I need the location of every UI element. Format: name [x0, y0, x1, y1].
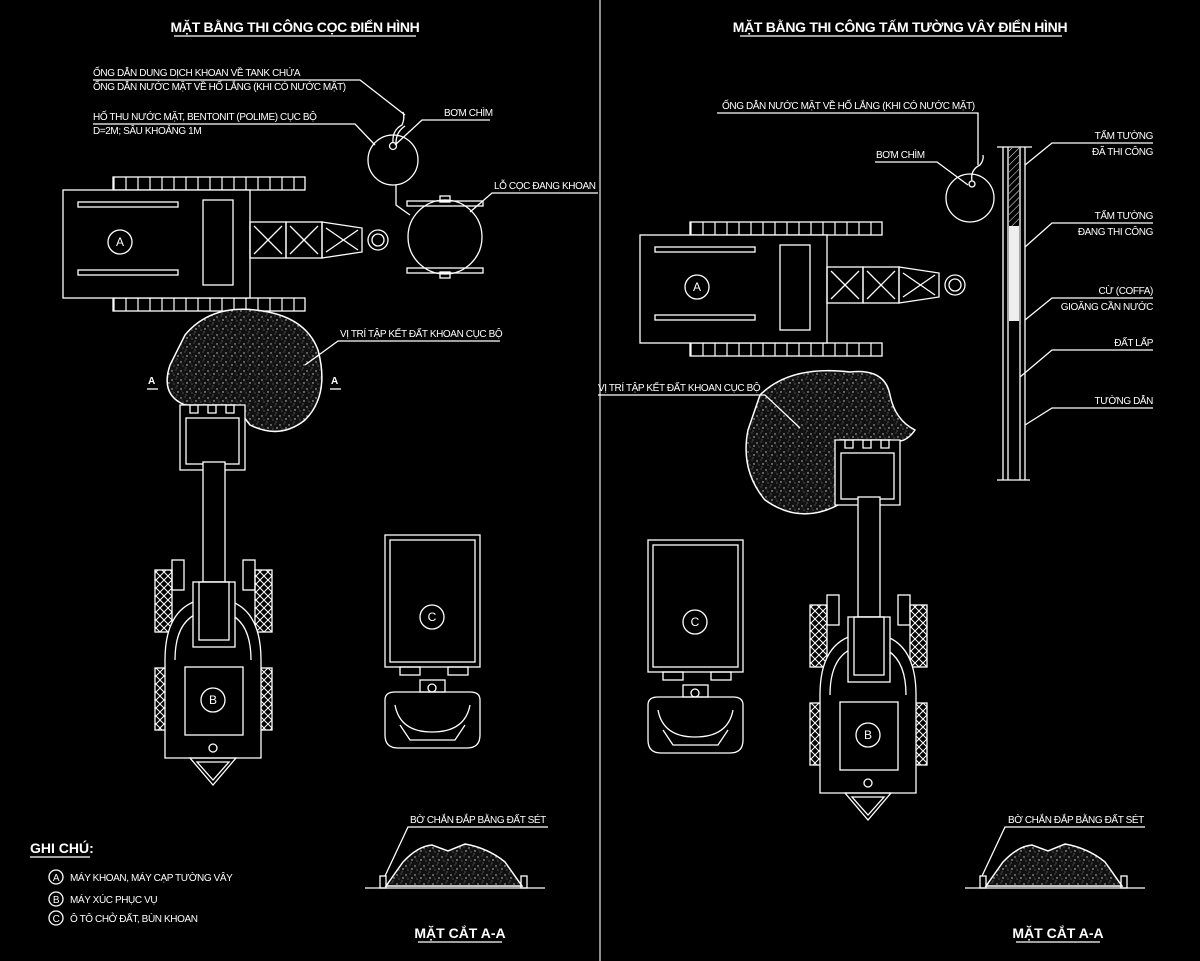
section-mound [964, 843, 1146, 889]
rig-marker: A [116, 235, 124, 249]
truck-marker: C [691, 615, 700, 629]
left-title: MẶT BẰNG THI CÔNG CỌC ĐIỂN HÌNH [171, 18, 420, 35]
section-title: MẶT CẮT A-A [1012, 924, 1103, 941]
section-mound [364, 843, 546, 889]
legend-item-b: MÁY XÚC PHỤC VỤ [70, 893, 157, 906]
excavator-marker: B [864, 728, 872, 742]
pipe-label-2: ỐNG DẪN NƯỚC MẶT VỀ HỐ LẮNG (KHI CÓ NƯỚC… [93, 79, 346, 93]
soil-label: VỊ TRÍ TẬP KẾT ĐẤT KHOAN CỤC BỘ [340, 327, 503, 340]
excavator-marker: B [209, 693, 217, 707]
right-panel: MẶT BẰNG THI CÔNG TẤM TƯỜNG VÂY ĐIỂN HÌN… [598, 18, 1154, 943]
dump-truck [384, 534, 481, 749]
right-title: MẶT BẰNG THI CÔNG TẤM TƯỜNG VÂY ĐIỂN HÌN… [733, 18, 1068, 35]
rig-marker: A [693, 280, 701, 294]
wall-label-1b: ĐÃ THI CÔNG [1092, 145, 1154, 158]
legend-marker-c: C [53, 914, 60, 925]
wall-label-2a: TẤM TƯỜNG [1095, 209, 1154, 222]
dump-truck [647, 539, 744, 754]
drill-rig [62, 176, 389, 312]
pile-hole [406, 195, 484, 279]
sump-pit [367, 111, 419, 216]
soil-stockpile [745, 369, 917, 515]
legend-title: GHI CHÚ: [30, 839, 94, 856]
soil-label: VỊ TRÍ TẬP KẾT ĐẤT KHOAN CỤC BỘ [598, 381, 761, 394]
legend-marker-a: A [53, 873, 60, 884]
truck-marker: C [428, 610, 437, 624]
wall-label-3a: CỪ (COFFA) [1098, 284, 1153, 297]
pile-hole-label: LỖ CỌC ĐANG KHOAN [494, 179, 596, 192]
pump-label: BƠM CHÌM [444, 106, 493, 119]
wall-label-1a: TẤM TƯỜNG [1095, 129, 1154, 142]
drill-rig [639, 221, 966, 357]
sump-pit [945, 154, 995, 223]
legend-marker-b: B [53, 895, 60, 906]
section-mark-left: A [148, 376, 155, 387]
wall-label-2b: ĐANG THI CÔNG [1078, 225, 1154, 238]
left-panel: MẶT BẰNG THI CÔNG CỌC ĐIỂN HÌNH ỐNG DẪN … [30, 18, 598, 943]
excavator [154, 404, 273, 786]
pump-label: BƠM CHÌM [876, 148, 925, 161]
section-label: BỜ CHẮN ĐẮP BẰNG ĐẤT SÉT [410, 813, 546, 826]
section-label: BỜ CHẮN ĐẮP BẰNG ĐẤT SÉT [1008, 813, 1144, 826]
wall-label-3b: GIOĂNG CẦN NƯỚC [1061, 300, 1153, 313]
legend-item-c: Ô TÔ CHỞ ĐẤT, BÙN KHOAN [70, 912, 198, 925]
pipe-label: ỐNG DẪN NƯỚC MẶT VỀ HỐ LẮNG (KHI CÓ NƯỚC… [722, 98, 975, 112]
soil-stockpile [166, 308, 323, 433]
section-mark-right: A [331, 376, 338, 387]
diaphragm-wall [997, 146, 1032, 481]
wall-label-4: ĐẤT LẤP [1114, 336, 1153, 349]
pipe-label-1: ỐNG DẪN DUNG DỊCH KHOAN VỀ TANK CHỨA [93, 65, 301, 79]
pit-label-1: HỐ THU NƯỚC MẶT, BENTONIT (POLIME) CỤC B… [93, 109, 317, 123]
wall-label-5: TƯỜNG DẪN [1094, 394, 1153, 407]
pit-label-2: D=2M; SÂU KHOẢNG 1M [93, 124, 201, 137]
legend-item-a: MÁY KHOAN, MÁY CẠP TƯỜNG VÂY [70, 871, 233, 884]
legend: GHI CHÚ: A MÁY KHOAN, MÁY CẠP TƯỜNG VÂY … [30, 839, 234, 926]
section-title: MẶT CẮT A-A [414, 924, 505, 941]
